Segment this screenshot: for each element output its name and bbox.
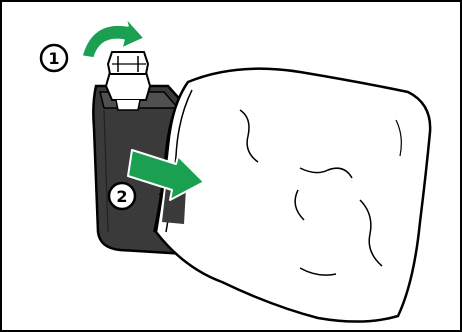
step-2-label: 2 [116, 187, 127, 206]
step-2-marker: 2 [109, 183, 135, 209]
step-1-label: 1 [48, 49, 59, 68]
step-1-marker: 1 [41, 45, 67, 71]
